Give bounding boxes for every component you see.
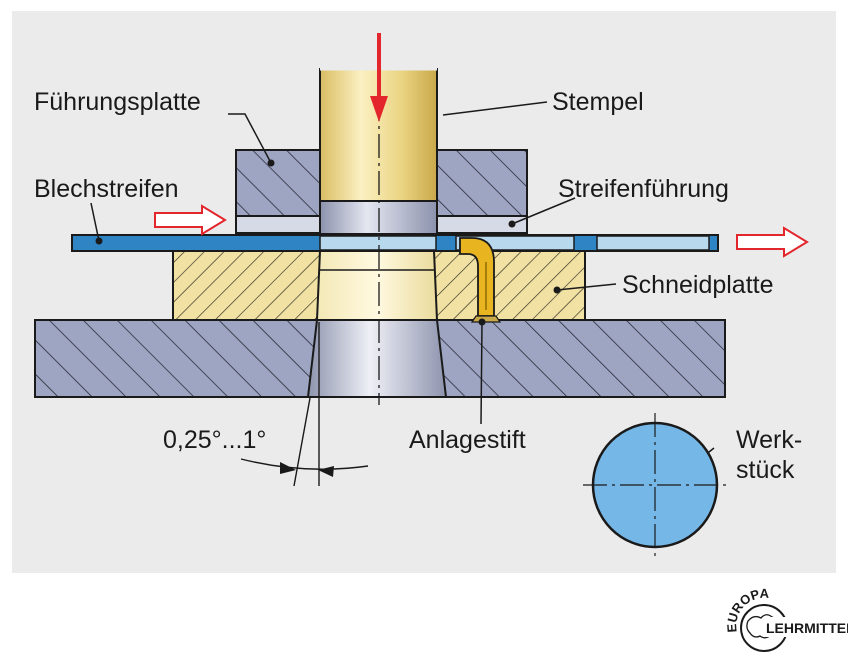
- leader-blechstreifen: [90, 202, 100, 242]
- label-anlagestift: Anlagestift: [409, 426, 526, 454]
- workpiece: [583, 413, 727, 557]
- label-stempel: Stempel: [552, 88, 644, 116]
- feed-arrow-out: [736, 226, 809, 258]
- base-plate: [34, 319, 726, 398]
- label-fuehrungsplatte: Führungsplatte: [34, 88, 201, 116]
- angle-arrowheads: [280, 462, 334, 477]
- europa-lehrmittel-logo: EUROPA LEHRMITTEL: [724, 586, 848, 652]
- sheet-strip: [71, 234, 719, 252]
- force-arrow: [370, 33, 388, 122]
- leader-streifenfuehrung: [511, 197, 576, 225]
- leader-schneidplatte: [556, 283, 617, 291]
- leader-anlagestift: [480, 321, 483, 425]
- leader-fuehrungsplatte: [228, 113, 272, 164]
- label-werkstueck-1: Werk-: [736, 426, 802, 454]
- label-werkstueck-2: stück: [736, 456, 795, 484]
- logo-name: LEHRMITTEL: [766, 620, 848, 636]
- feed-arrow-in: [154, 204, 227, 236]
- label-blechstreifen: Blechstreifen: [34, 175, 179, 203]
- angle-dimension: [240, 322, 369, 487]
- label-streifenfuehrung: Streifenführung: [558, 175, 729, 203]
- label-schneidplatte: Schneidplatte: [622, 271, 774, 299]
- leader-stempel: [442, 101, 548, 116]
- label-winkel: 0,25°...1°: [163, 426, 266, 454]
